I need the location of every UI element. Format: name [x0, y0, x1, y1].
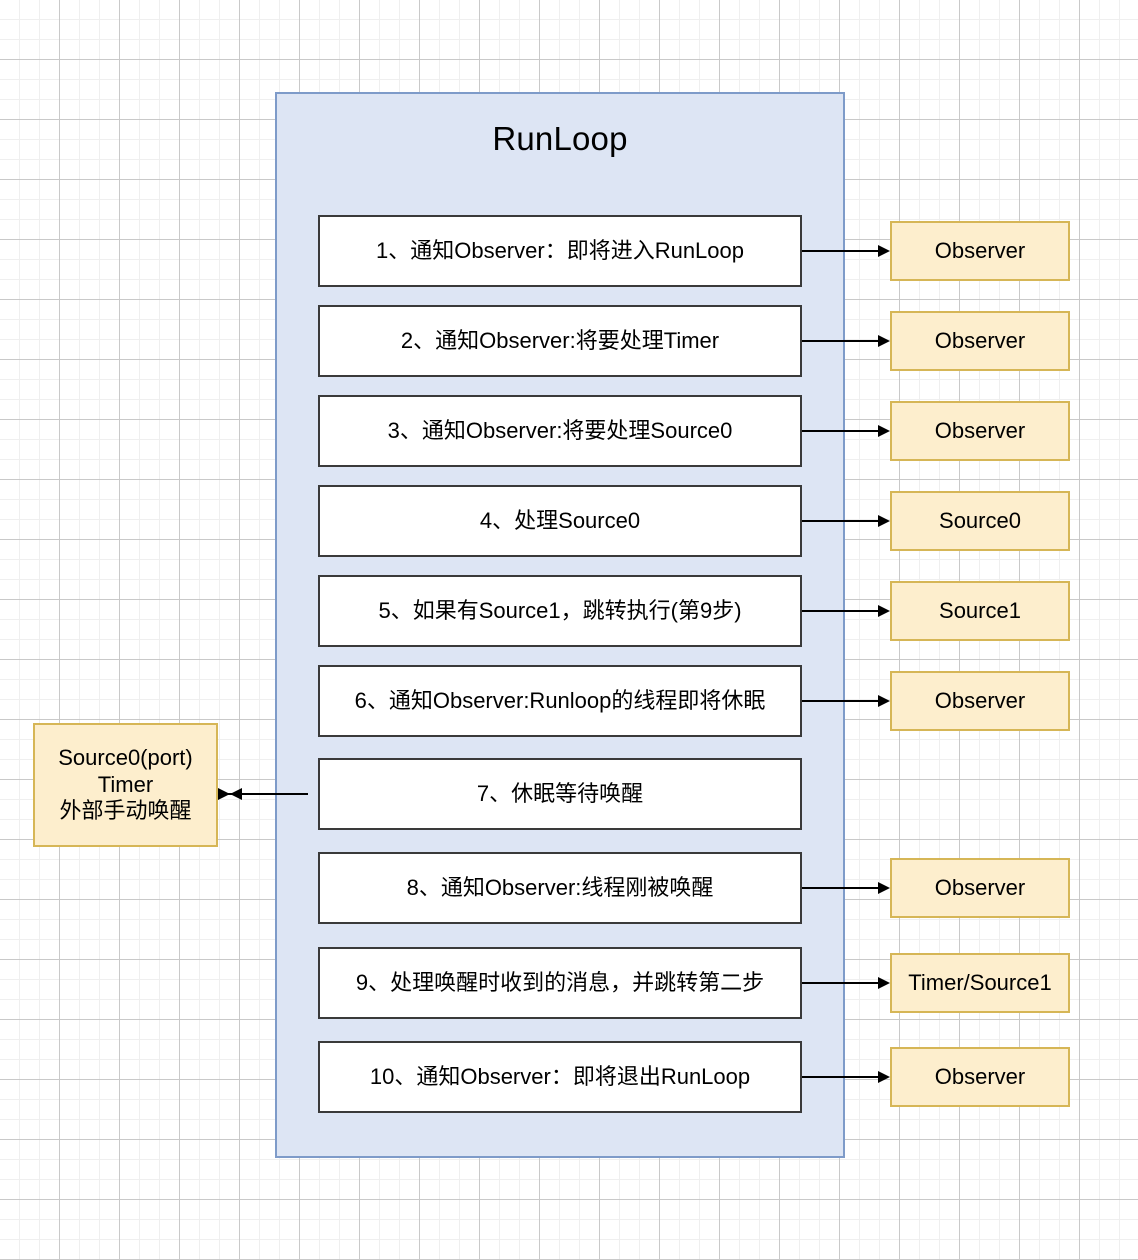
- target-box-observer-1[interactable]: Observer: [890, 221, 1070, 281]
- step-box-5[interactable]: 5、如果有Source1，跳转执行(第9步): [318, 575, 802, 647]
- source-wakeup-box[interactable]: Source0(port) Timer 外部手动唤醒: [33, 723, 218, 847]
- source-wakeup-line-1: Source0(port): [58, 744, 193, 770]
- step-box-2[interactable]: 2、通知Observer:将要处理Timer: [318, 305, 802, 377]
- target-box-observer-2[interactable]: Observer: [890, 311, 1070, 371]
- step-box-8[interactable]: 8、通知Observer:线程刚被唤醒: [318, 852, 802, 924]
- source-wakeup-line-2: Timer: [97, 771, 154, 797]
- step-box-9[interactable]: 9、处理唤醒时收到的消息，并跳转第二步: [318, 947, 802, 1019]
- target-box-observer-5[interactable]: Observer: [890, 858, 1070, 918]
- runloop-title: RunLoop: [492, 120, 628, 157]
- source-wakeup-line-3: 外部手动唤醒: [59, 798, 192, 824]
- target-box-observer-6[interactable]: Observer: [890, 1047, 1070, 1107]
- target-box-source1[interactable]: Source1: [890, 581, 1070, 641]
- step-box-1[interactable]: 1、通知Observer：即将进入RunLoop: [318, 215, 802, 287]
- target-box-observer-4[interactable]: Observer: [890, 671, 1070, 731]
- target-box-timer-source1[interactable]: Timer/Source1: [890, 953, 1070, 1013]
- step-box-6[interactable]: 6、通知Observer:Runloop的线程即将休眠: [318, 665, 802, 737]
- step-box-3[interactable]: 3、通知Observer:将要处理Source0: [318, 395, 802, 467]
- step-box-10[interactable]: 10、通知Observer：即将退出RunLoop: [318, 1041, 802, 1113]
- target-box-source0[interactable]: Source0: [890, 491, 1070, 551]
- step-box-4[interactable]: 4、处理Source0: [318, 485, 802, 557]
- target-box-observer-3[interactable]: Observer: [890, 401, 1070, 461]
- step-box-7[interactable]: 7、休眠等待唤醒: [318, 758, 802, 830]
